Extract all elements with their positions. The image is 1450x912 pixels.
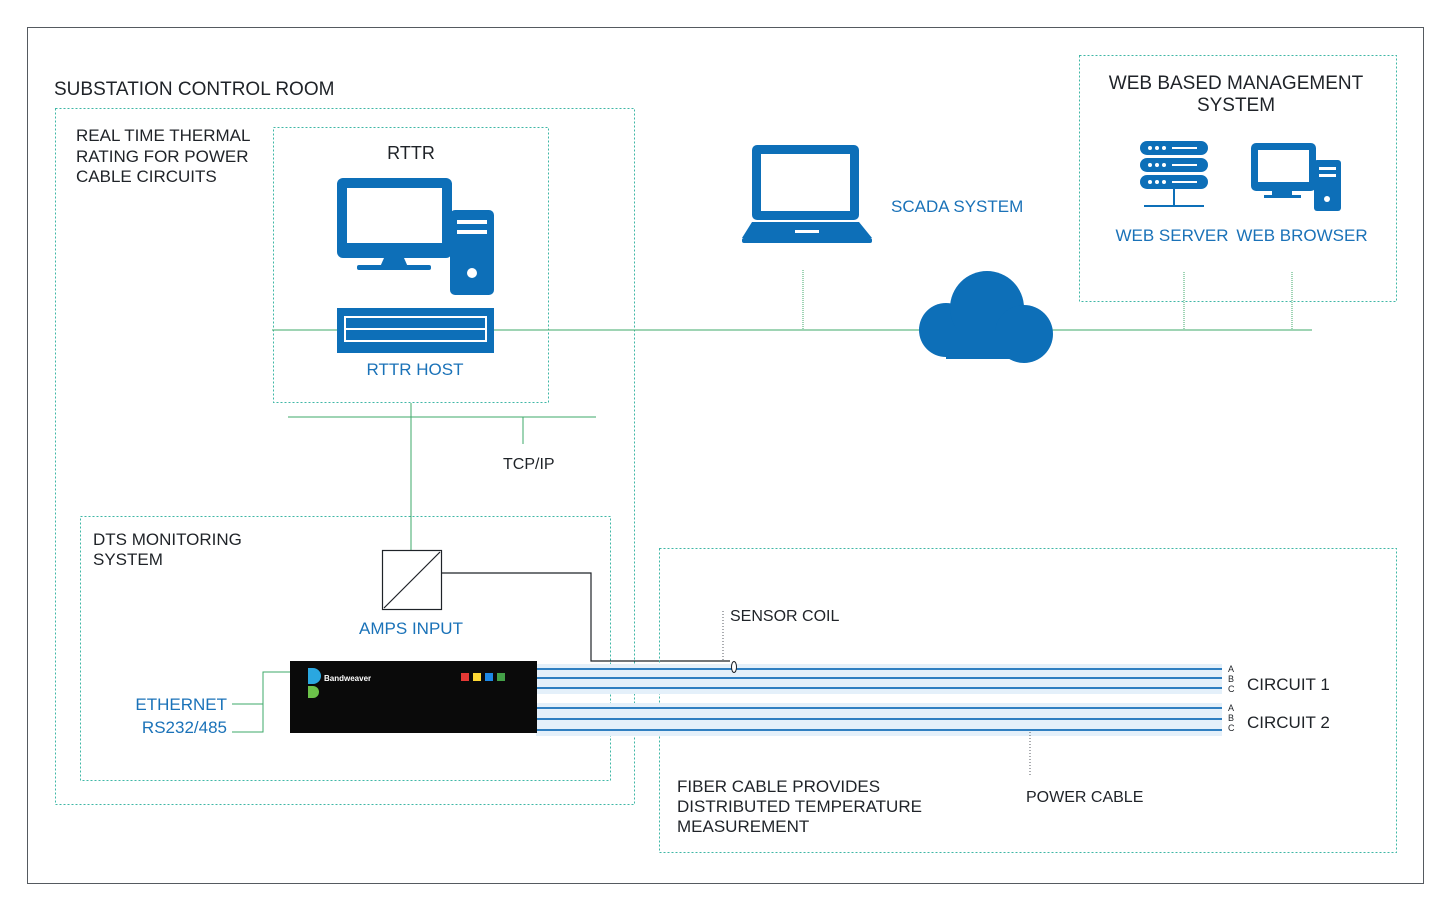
circuit-2-phase-b-label: B xyxy=(1228,713,1234,723)
circuit-1-phase-a-label: A xyxy=(1228,664,1234,674)
ethernet-label: ETHERNET xyxy=(135,695,227,714)
rttr-title: RTTR xyxy=(387,143,435,163)
amps-input-label: AMPS INPUT xyxy=(359,619,463,638)
amps-input-converter-icon xyxy=(381,549,443,611)
web-browser-label: WEB BROWSER xyxy=(1236,226,1367,245)
status-led-yellow xyxy=(473,673,481,681)
sensor-coil-icon xyxy=(731,661,737,673)
control-room-title: SUBSTATION CONTROL ROOM xyxy=(54,79,334,100)
scada-laptop-icon xyxy=(742,145,872,243)
dts-title-line-1: DTS MONITORING xyxy=(93,530,242,549)
dts-title-line-2: SYSTEM xyxy=(93,550,163,569)
web-server-icon xyxy=(1140,141,1208,207)
field-boundary xyxy=(659,548,1397,853)
rttr-workstation-icon xyxy=(337,178,494,295)
cloud-icon xyxy=(919,271,1053,363)
circuit-1-phase-c-label: C xyxy=(1228,684,1235,694)
dts-box xyxy=(80,516,611,781)
status-led-green xyxy=(497,673,505,681)
device-brand-label: Bandweaver xyxy=(324,674,371,683)
circuit-2-phase-c-label: C xyxy=(1228,723,1235,733)
web-management-box xyxy=(1079,55,1397,302)
web-management-title-line-1: WEB BASED MANAGEMENT xyxy=(1109,73,1364,94)
circuit-2-label: CIRCUIT 2 xyxy=(1247,713,1330,732)
web-server-label: WEB SERVER xyxy=(1115,226,1228,245)
sensor-coil-label: SENSOR COIL xyxy=(730,608,839,625)
serial-label: RS232/485 xyxy=(142,718,227,737)
power-cable-label: POWER CABLE xyxy=(1026,789,1143,806)
status-led-blue xyxy=(485,673,493,681)
bandweaver-logo-icon xyxy=(308,668,321,698)
circuit-2-phase-a-label: A xyxy=(1228,703,1234,713)
fiber-note-line-2: DISTRIBUTED TEMPERATURE xyxy=(677,797,922,816)
fiber-note-line-1: FIBER CABLE PROVIDES xyxy=(677,777,880,796)
scada-label: SCADA SYSTEM xyxy=(891,197,1023,216)
tcpip-label: TCP/IP xyxy=(503,456,555,473)
control-room-boundary xyxy=(55,108,635,805)
web-management-title-line-2: SYSTEM xyxy=(1197,95,1275,116)
ethernet-link xyxy=(232,671,290,705)
status-led-red xyxy=(461,673,469,681)
rttr-host-icon xyxy=(337,308,494,353)
circuit-1-phase-b-label: B xyxy=(1228,674,1234,684)
sensor-coil-lead xyxy=(442,572,730,662)
fiber-note-line-3: MEASUREMENT xyxy=(677,817,809,836)
outer-frame xyxy=(27,27,1424,884)
rttr-description-line-3: CABLE CIRCUITS xyxy=(76,167,217,186)
circuit-1-label: CIRCUIT 1 xyxy=(1247,675,1330,694)
serial-link xyxy=(232,704,264,733)
rttr-description-line-1: REAL TIME THERMAL xyxy=(76,126,250,145)
rttr-host-label: RTTR HOST xyxy=(367,360,464,379)
rttr-description-line-2: RATING FOR POWER xyxy=(76,147,249,166)
dts-device: Bandweaver xyxy=(290,661,537,733)
web-browser-icon xyxy=(1251,143,1341,211)
rttr-box xyxy=(273,127,549,403)
